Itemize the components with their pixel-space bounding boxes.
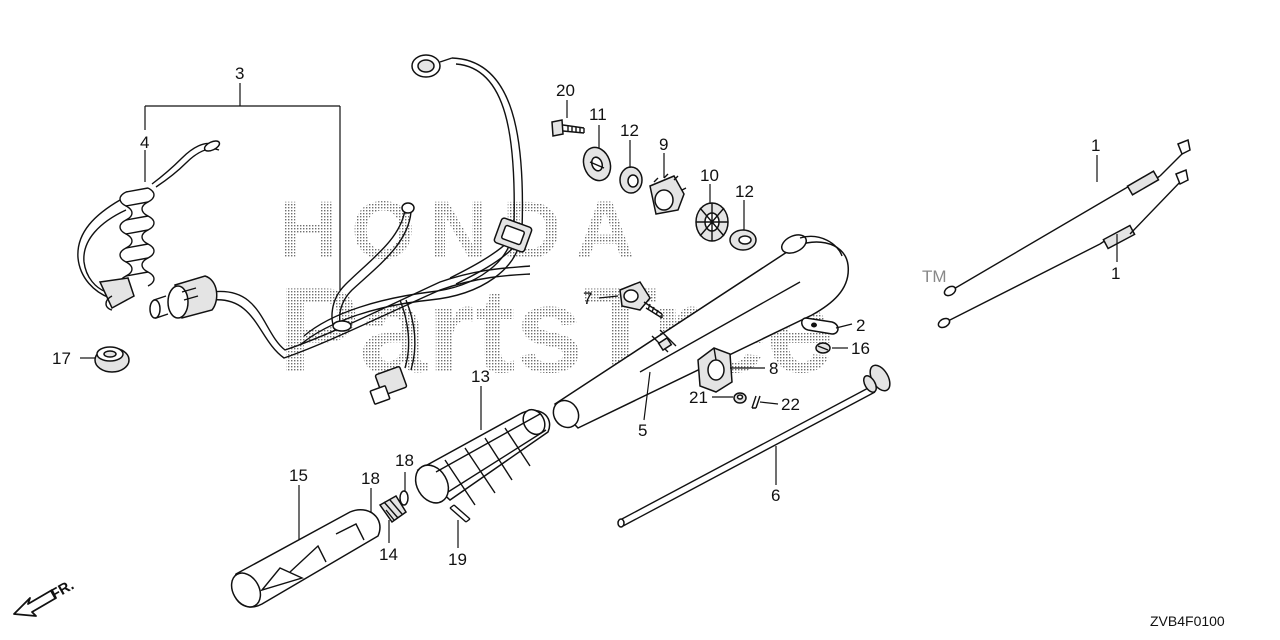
washer-part-12a xyxy=(619,166,643,194)
lock-washer-part-11 xyxy=(582,146,612,182)
callout-1a: 1 xyxy=(1091,136,1100,155)
callout-6: 6 xyxy=(771,486,780,505)
lanyard-part xyxy=(77,140,221,311)
watermark-brand: HONDA xyxy=(278,185,649,276)
friction-plate-part-9 xyxy=(649,173,687,215)
callout-18b: 18 xyxy=(395,451,414,470)
tiller-handle-part xyxy=(552,234,849,429)
callout-19: 19 xyxy=(448,550,467,569)
front-arrow-icon xyxy=(13,589,57,617)
nut-part-21 xyxy=(733,392,747,404)
callout-13: 13 xyxy=(471,367,490,386)
callout-17: 17 xyxy=(52,349,71,368)
washer-part-12b xyxy=(729,229,757,251)
throttle-cable-part-1b xyxy=(937,168,1189,329)
callout-1b: 1 xyxy=(1111,264,1120,283)
callout-21: 21 xyxy=(689,388,708,407)
callouts: 1 1 2 3 4 5 6 7 8 9 10 11 12 12 13 14 15… xyxy=(52,64,1120,569)
callout-18a: 18 xyxy=(361,469,380,488)
bolt-part-20 xyxy=(551,119,585,137)
plate-part-2 xyxy=(801,317,839,335)
callout-12b: 12 xyxy=(735,182,754,201)
callout-15: 15 xyxy=(289,466,308,485)
diagram-code: ZVB4F0100 xyxy=(1150,613,1225,629)
wire-harness-part xyxy=(149,54,533,405)
throttle-cable-part-1a xyxy=(943,138,1191,297)
rod-part-6 xyxy=(617,364,891,528)
callout-16: 16 xyxy=(851,339,870,358)
callout-9: 9 xyxy=(659,135,668,154)
spring-part-14 xyxy=(378,494,408,524)
front-direction-marker: FR. xyxy=(13,577,77,617)
callout-11: 11 xyxy=(589,105,607,124)
callout-7: 7 xyxy=(583,289,592,308)
friction-disc-part-10 xyxy=(695,202,729,242)
throttle-tube-part-13 xyxy=(414,408,551,506)
callout-5: 5 xyxy=(638,421,647,440)
callout-20: 20 xyxy=(556,81,575,100)
o-ring-part-18b xyxy=(399,490,409,506)
screw-part-16 xyxy=(815,342,831,354)
grip-part-15 xyxy=(230,509,381,608)
knob-bolt-part-7 xyxy=(619,281,663,319)
callout-10: 10 xyxy=(700,166,719,185)
callout-2: 2 xyxy=(856,316,865,335)
callout-3: 3 xyxy=(235,64,244,83)
bracket-part-8 xyxy=(697,347,733,393)
leader-lines xyxy=(80,83,1118,548)
callout-12a: 12 xyxy=(620,121,639,140)
pin-part-19 xyxy=(449,504,471,523)
callout-8: 8 xyxy=(769,359,778,378)
pin-part-22 xyxy=(751,395,761,409)
callout-22: 22 xyxy=(781,395,800,414)
cap-nut-part xyxy=(94,346,130,373)
callout-4: 4 xyxy=(140,133,149,152)
watermark-trademark: TM xyxy=(922,267,947,286)
callout-14: 14 xyxy=(379,545,398,564)
